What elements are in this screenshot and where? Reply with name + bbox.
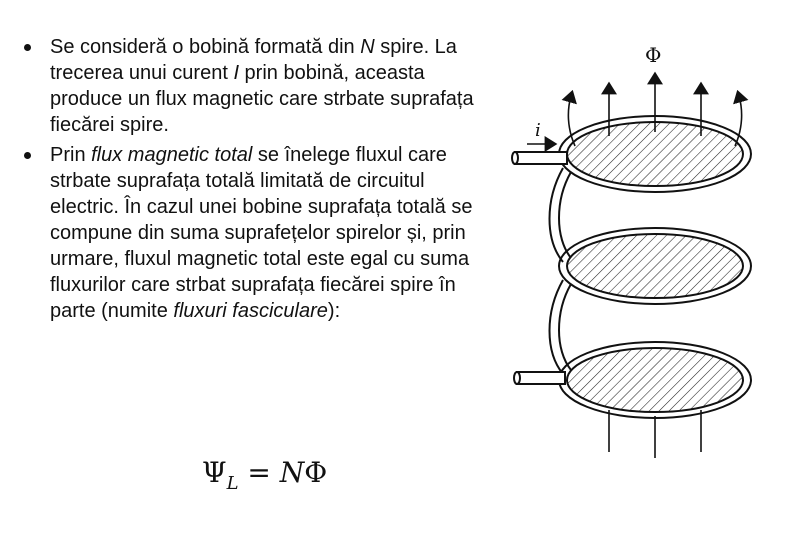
coil-diagram: Φ i [511, 43, 752, 458]
lead-wire-top [511, 151, 568, 165]
formula-psi-subscript: L [226, 473, 239, 494]
current-label: i [535, 120, 541, 141]
flux-formula: ΨL = NΦ [202, 455, 327, 495]
flux-lines-bottom [608, 410, 702, 458]
coil-turn-middle [558, 227, 752, 305]
coil-turn-bottom [558, 341, 752, 419]
bullet-text-italic: N [360, 36, 375, 58]
coil-connecting-wire [548, 167, 572, 375]
flux-lines-top [561, 71, 749, 147]
bullet-text: spire. La trecerea unui curent [50, 36, 457, 84]
bullet-item: Prin flux magnetic total se înelege flux… [24, 142, 474, 324]
lead-wire-bottom [513, 371, 566, 385]
bullet-dot-icon [24, 44, 31, 51]
formula-n: N [279, 456, 305, 489]
bullet-item: Se consideră o bobină formată din N spir… [24, 34, 474, 138]
bullet-dot-icon [24, 152, 31, 159]
bullet-list: Se consideră o bobină formată din N spir… [24, 34, 474, 328]
bullet-text: Prin [50, 144, 92, 166]
bullet-text-italic: I [233, 62, 239, 84]
bullet-text: Se consideră o bobină formată din [50, 36, 361, 58]
formula-phi: Φ [304, 456, 328, 489]
bullet-text-italic: fluxuri fasciculare [173, 300, 328, 322]
flux-label: Φ [645, 43, 661, 67]
bullet-text: se înelege fluxul care strbate suprafața… [50, 144, 473, 322]
formula-psi: Ψ [202, 456, 227, 489]
bullet-text-italic: flux magnetic total [91, 144, 253, 166]
bullet-text: prin bobină, aceasta produce un flux mag… [50, 62, 474, 136]
formula-equals: = [238, 456, 280, 489]
bullet-text: ): [327, 300, 341, 322]
